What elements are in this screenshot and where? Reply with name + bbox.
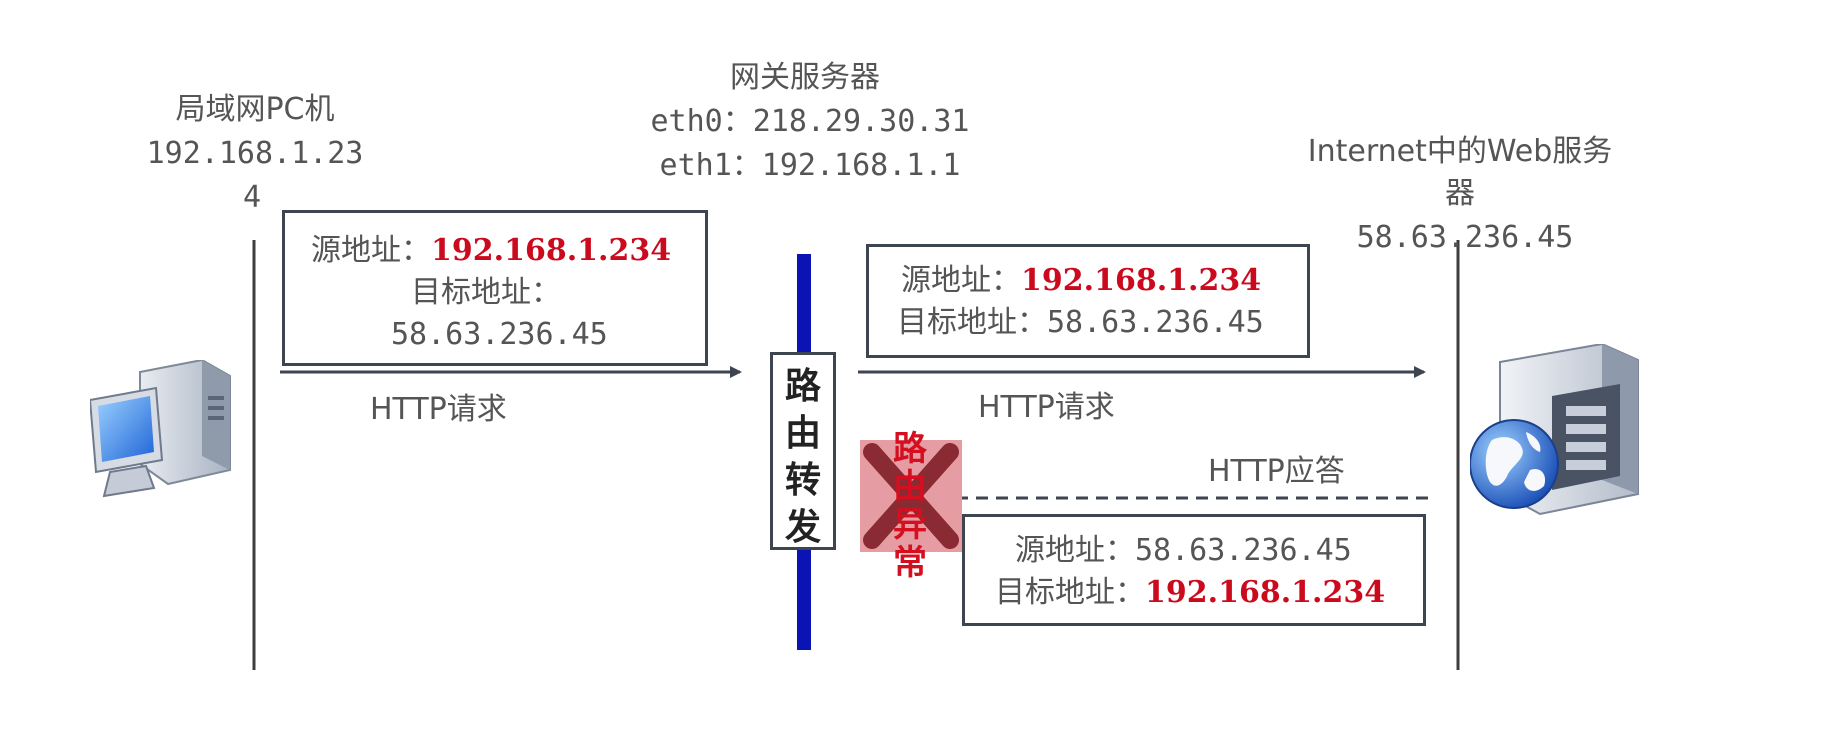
src-value: 58.63.236.45	[1135, 533, 1352, 568]
packet-box-response: 源地址：58.63.236.45 目标地址：192.168.1.234	[962, 514, 1426, 626]
failure-char: 常	[893, 543, 927, 583]
server-name-wrap: 器	[1445, 176, 1475, 211]
packet-dst: 目标地址：192.168.1.234	[995, 575, 1385, 611]
dst-label: 目标地址：	[411, 275, 561, 310]
dst-label: 目标地址：	[995, 575, 1145, 610]
server-name: Internet中的Web服务	[1307, 134, 1613, 169]
failure-char: 路	[893, 429, 927, 469]
server-ip: 58.63.236.45	[1356, 220, 1574, 255]
gateway-name: 网关服务器	[730, 60, 880, 95]
packet-box-request-1: 源地址：192.168.1.234 目标地址： 58.63.236.45	[282, 210, 708, 366]
src-value: 192.168.1.234	[431, 233, 672, 268]
request-label-left: HTTP请求	[370, 392, 507, 427]
router-forward-box: 路 由 转 发	[770, 352, 836, 550]
request-label-right: HTTP请求	[978, 390, 1115, 425]
src-label: 源地址：	[901, 263, 1021, 298]
packet-src: 源地址：192.168.1.234	[311, 233, 671, 269]
packet-src: 源地址：58.63.236.45	[1015, 533, 1352, 569]
src-label: 源地址：	[311, 233, 431, 268]
packet-box-request-2: 源地址：192.168.1.234 目标地址：58.63.236.45	[866, 244, 1310, 358]
dst-label: 目标地址：	[897, 305, 1047, 340]
router-char: 发	[784, 506, 821, 548]
response-label: HTTP应答	[1208, 454, 1345, 489]
gateway-eth1: eth1：192.168.1.1	[659, 148, 961, 183]
router-char: 由	[784, 412, 821, 454]
dst-value: 58.63.236.45	[391, 317, 608, 352]
pc-ip-wrap: 4	[242, 180, 262, 215]
src-label: 源地址：	[1015, 533, 1135, 568]
packet-dst: 目标地址：58.63.236.45	[897, 305, 1264, 341]
desktop-computer-icon	[90, 360, 231, 498]
router-char: 转	[784, 459, 821, 501]
web-server-globe-icon	[1470, 344, 1639, 516]
gateway-eth0: eth0：218.29.30.31	[650, 104, 970, 139]
pc-ip: 192.168.1.23	[146, 136, 364, 171]
dst-value: 192.168.1.234	[1145, 575, 1386, 610]
dst-value: 58.63.236.45	[1047, 305, 1264, 340]
failure-char: 异	[893, 505, 927, 545]
pc-name: 局域网PC机	[175, 92, 335, 127]
failure-char: 由	[893, 467, 927, 507]
src-value: 192.168.1.234	[1021, 263, 1262, 298]
router-char: 路	[784, 365, 821, 407]
packet-src: 源地址：192.168.1.234	[901, 263, 1261, 299]
